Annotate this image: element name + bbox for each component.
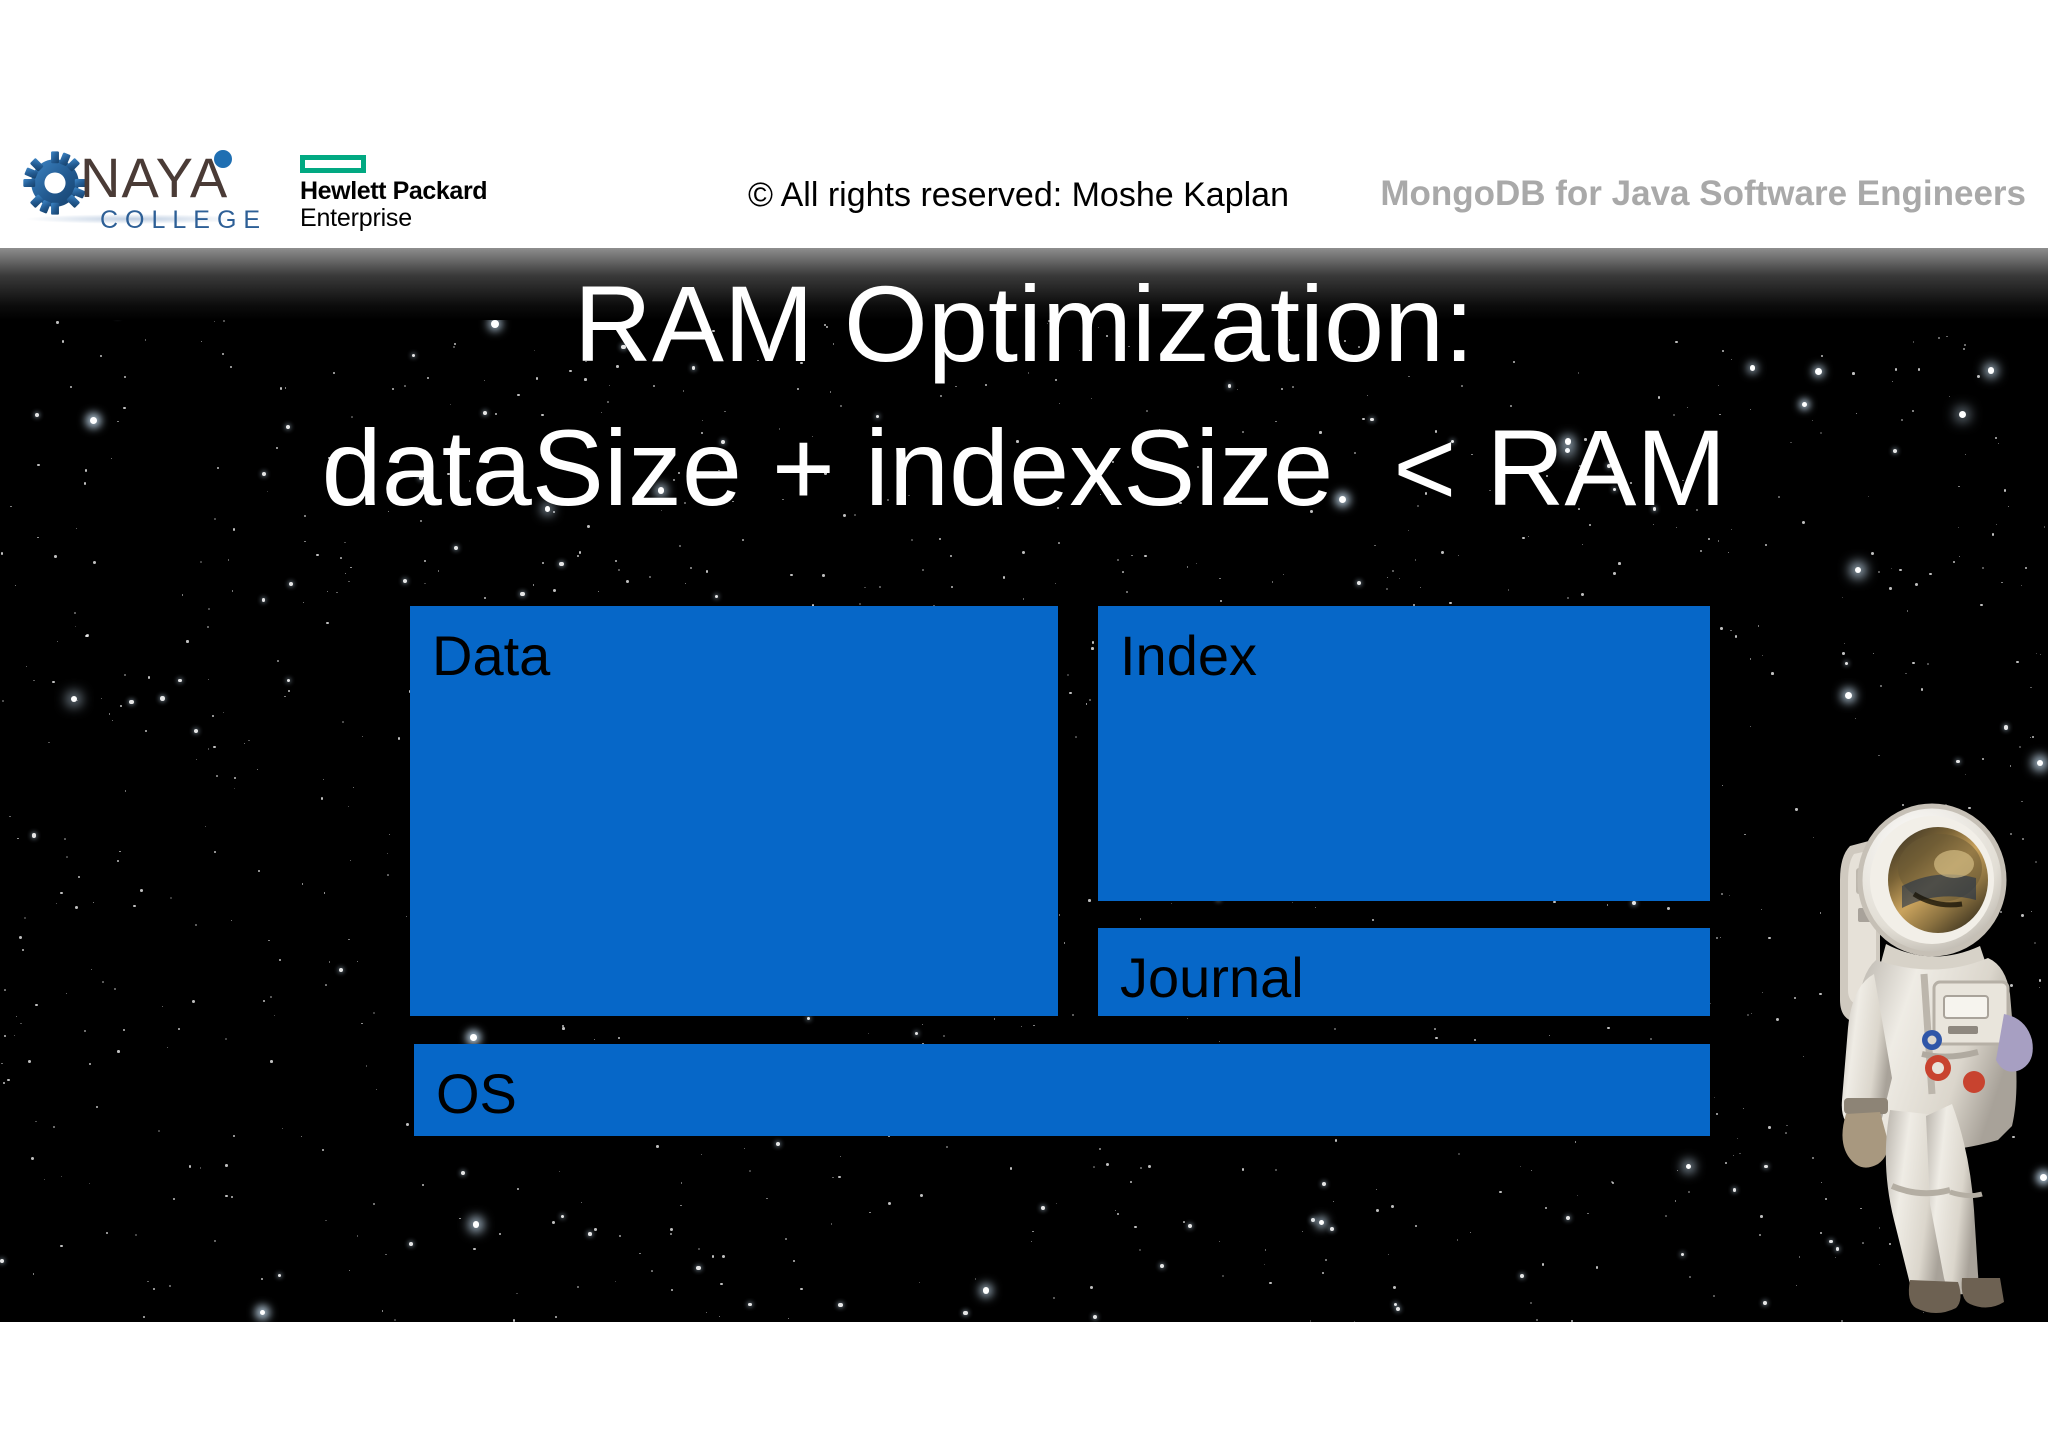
course-title: MongoDB for Java Software Engineers: [1380, 174, 2026, 213]
memory-box-data-label: Data: [432, 624, 551, 687]
hpe-logo: Hewlett Packard Enterprise: [300, 155, 500, 235]
header-band: NAYA COLLEGE Hewlett Packard Enterprise …: [0, 0, 2048, 248]
astronaut-image: [1828, 768, 2048, 1322]
page-bottom-margin: [0, 1322, 2048, 1448]
title-line-1: RAM Optimization:: [573, 263, 1475, 384]
naya-wordmark: NAYA: [80, 146, 229, 209]
memory-box-os: OS: [414, 1044, 1710, 1136]
slide-canvas: RAM Optimization: dataSize + indexSize <…: [0, 0, 2048, 1322]
gear-icon: [23, 151, 87, 215]
copyright-notice: © All rights reserved: Moshe Kaplan: [748, 176, 1289, 214]
hpe-bar-icon: [300, 155, 366, 173]
logo-shadow: [24, 214, 244, 224]
memory-box-index: Index: [1098, 606, 1710, 901]
hpe-logo-line1: Hewlett Packard: [300, 177, 488, 205]
memory-box-os-label: OS: [436, 1062, 517, 1125]
memory-box-journal: Journal: [1098, 928, 1710, 1016]
top-haze-gradient: [0, 248, 2048, 320]
naya-dot-accent: [214, 150, 232, 168]
hpe-logo-line2: Enterprise: [300, 204, 412, 232]
title-line-2: dataSize + indexSize < RAM: [321, 407, 1727, 528]
naya-college-logo: NAYA COLLEGE: [22, 146, 272, 236]
memory-box-index-label: Index: [1120, 624, 1257, 687]
naya-college-subtitle: COLLEGE: [100, 206, 268, 234]
memory-box-journal-label: Journal: [1120, 946, 1304, 1009]
memory-diagram: Data Index Journal OS: [410, 606, 1710, 1136]
slide-title: RAM Optimization: dataSize + indexSize <…: [0, 252, 2048, 540]
memory-box-data: Data: [410, 606, 1058, 1016]
